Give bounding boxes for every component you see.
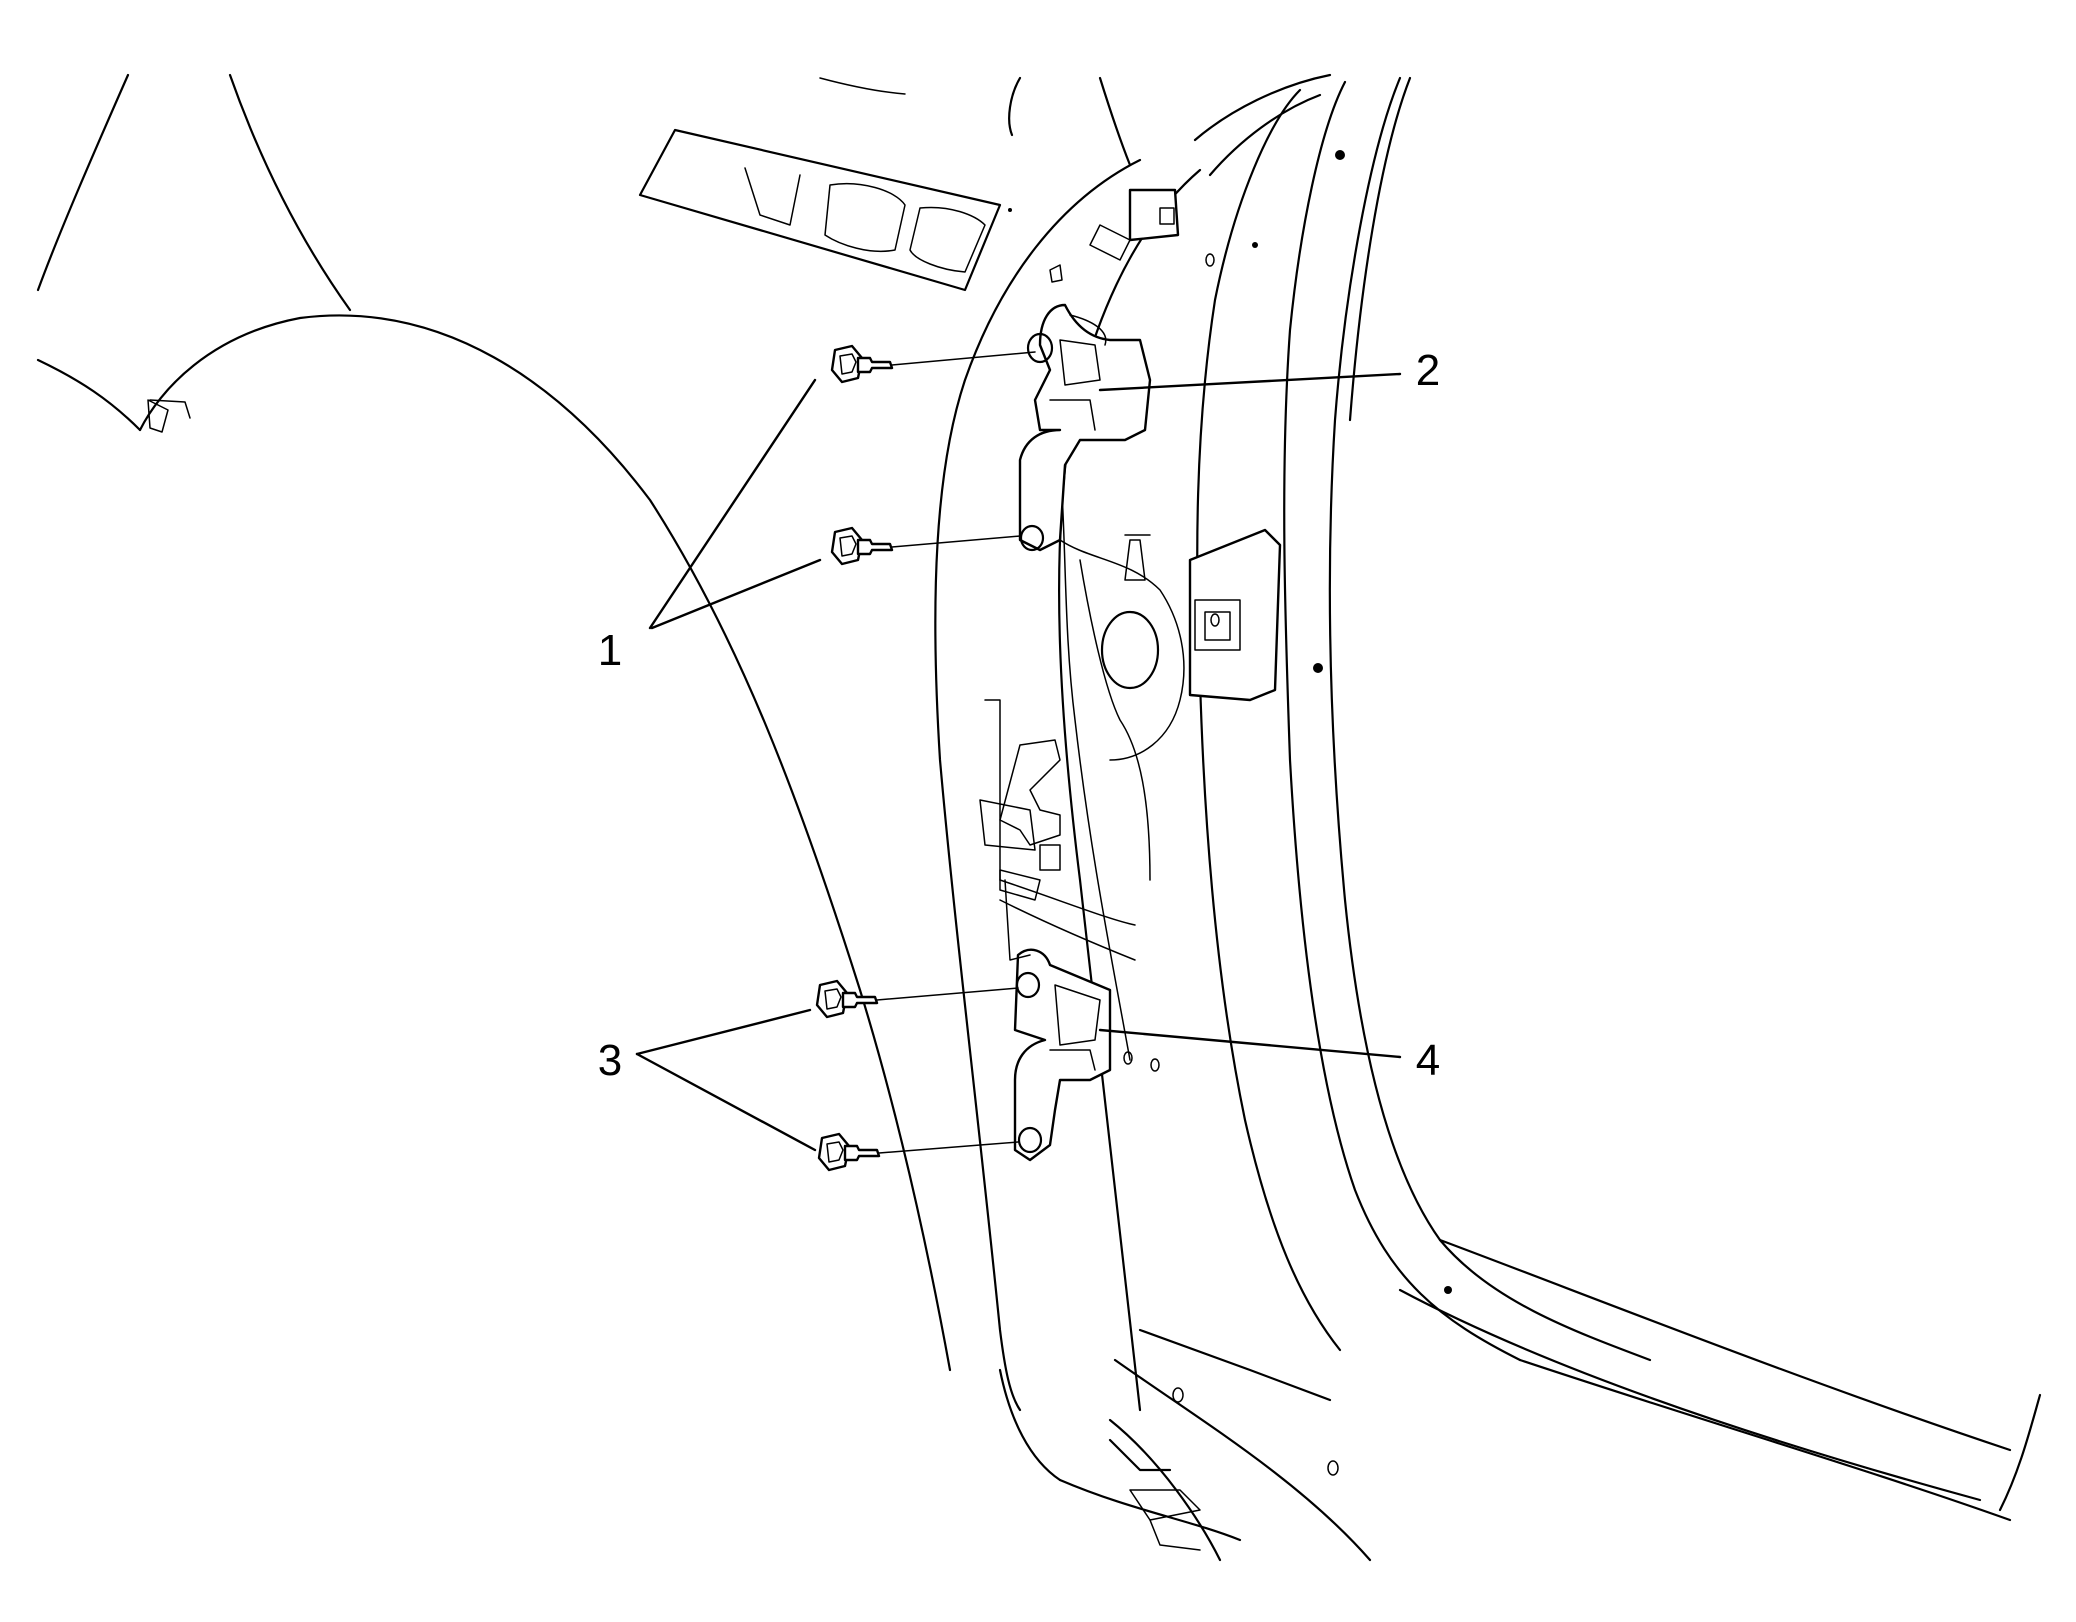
lower-door-hinge: [1013, 948, 1112, 1162]
leader-lines: [635, 372, 1402, 1152]
door-frame: [934, 73, 2042, 1562]
bolt-upper-bottom: [830, 526, 894, 566]
mid-pillar-bracket: [979, 699, 1136, 961]
pillar-inner-panel: [1049, 188, 1282, 1061]
callout-2: 2: [1416, 346, 1440, 395]
bolt-upper-top: [830, 344, 894, 384]
vent-panel: [638, 128, 1002, 292]
fender-outline: [36, 73, 952, 1372]
callout-3: 3: [598, 1036, 622, 1085]
bolt-lower-top: [815, 979, 879, 1019]
callout-4: 4: [1416, 1036, 1440, 1085]
bolt-alignment-lines: [876, 351, 1036, 1154]
wheel-well-edge: [1008, 76, 1132, 167]
bolt-lower-bottom: [817, 1132, 881, 1172]
callout-1: 1: [598, 626, 622, 675]
upper-door-hinge: [1018, 303, 1152, 552]
body-dots: [1008, 150, 1452, 1476]
